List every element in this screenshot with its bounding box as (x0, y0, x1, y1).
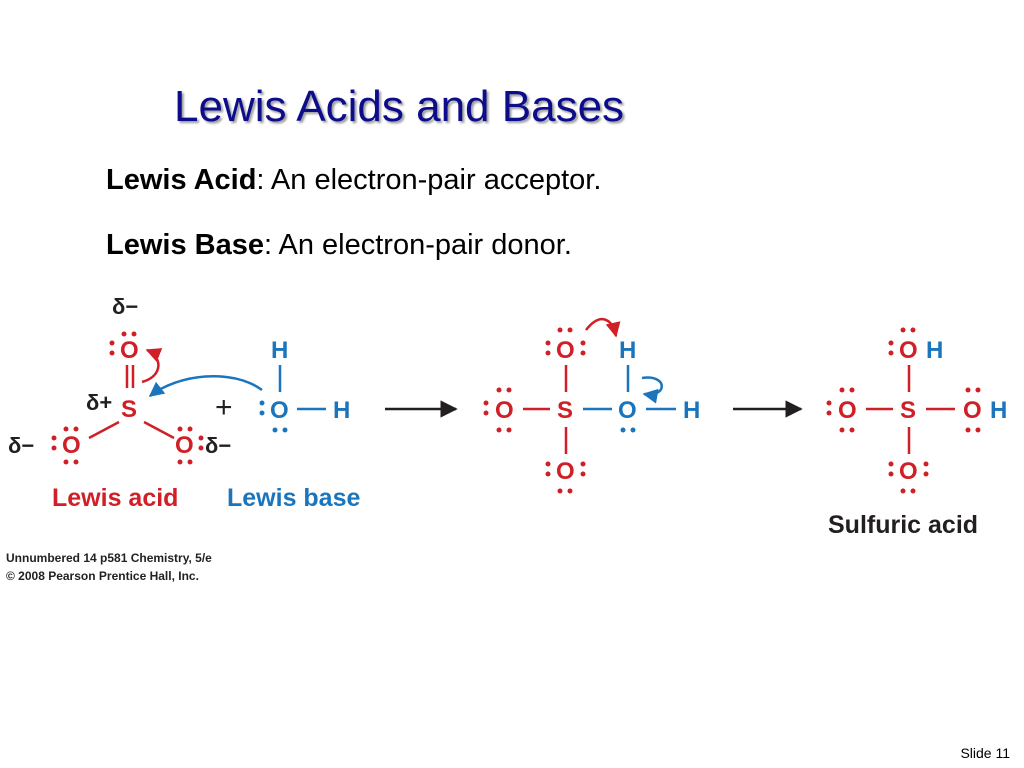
sulfur-atom: S (121, 396, 137, 423)
oxygen-atom: O (618, 397, 637, 424)
oxygen-atom: O (899, 458, 918, 485)
oxygen-atom: O (556, 458, 575, 485)
oxygen-atom: O (120, 337, 139, 364)
lone-pair-dots (109, 331, 137, 356)
lone-pair-dots (483, 387, 512, 433)
electron-shift-arrow (141, 348, 163, 384)
lewis-base-term: Lewis Base (106, 229, 264, 261)
lone-pair-dots (545, 327, 586, 356)
lone-pair-dots (965, 387, 981, 433)
oxygen-atom: O (899, 337, 918, 364)
reaction-diagram: δ− O δ+ S δ− O O δ− + H O (8, 294, 1007, 539)
sulfur-trioxide: δ− O δ+ S δ− O O δ− (8, 294, 231, 465)
plus-sign: + (215, 391, 233, 424)
hydrogen-atom: H (926, 337, 943, 364)
oxygen-atom: O (963, 397, 982, 424)
hydrogen-atom: H (683, 397, 700, 424)
oxygen-atom: O (556, 337, 575, 364)
lone-pair-dots (888, 327, 916, 356)
lone-pair-dots (177, 426, 204, 465)
electron-pair-donation-arrow (148, 374, 263, 397)
delta-plus-label: δ+ (86, 390, 112, 415)
lewis-base-label: Lewis base (227, 484, 360, 512)
slide-title: Lewis Acids and Bases (174, 82, 625, 131)
lone-pair-dots (51, 426, 79, 465)
lewis-base-text: : An electron-pair donor. (263, 229, 572, 261)
lewis-acid-text: : An electron-pair acceptor. (256, 164, 602, 196)
oxygen-atom: O (838, 397, 857, 424)
delta-minus-label: δ− (112, 294, 138, 319)
copyright-line: © 2008 Pearson Prentice Hall, Inc. (6, 569, 199, 583)
oxygen-atom: O (175, 432, 194, 459)
lewis-base-definition: Lewis Base: An electron-pair donor. (106, 229, 572, 262)
lone-pair-dots (545, 461, 586, 494)
delta-minus-label: δ− (205, 433, 231, 458)
lewis-acid-term: Lewis Acid (106, 164, 257, 196)
lewis-acid-definition: Lewis Acid: An electron-pair acceptor. (106, 164, 601, 197)
water-molecule: H O H (259, 337, 350, 433)
sulfur-atom: S (900, 397, 916, 424)
hydrogen-atom: H (990, 397, 1007, 424)
lone-pair-dots (259, 400, 288, 433)
figure-credit-line: Unnumbered 14 p581 Chemistry, 5/e (6, 551, 212, 565)
single-bond-line (143, 420, 175, 440)
sulfuric-acid-label: Sulfuric acid (828, 511, 978, 539)
bond-electron-arrow (641, 376, 663, 404)
single-bond-line (88, 420, 120, 440)
lewis-acid-label: Lewis acid (52, 484, 178, 512)
lone-pair-dots (620, 427, 636, 433)
hydrogen-atom: H (271, 337, 288, 364)
slide-number: Slide 11 (960, 745, 1010, 761)
oxygen-atom: O (495, 397, 514, 424)
proton-transfer-arrow (585, 317, 621, 338)
lone-pair-dots (826, 387, 855, 433)
intermediate-molecule: O S O O H O H (483, 317, 700, 494)
sulfuric-acid-molecule: O H S O O H O (826, 327, 1007, 494)
lone-pair-dots (888, 461, 929, 494)
hydrogen-atom: H (619, 337, 636, 364)
hydrogen-atom: H (333, 397, 350, 424)
oxygen-atom: O (270, 397, 289, 424)
delta-minus-label: δ− (8, 433, 34, 458)
sulfur-atom: S (557, 397, 573, 424)
oxygen-atom: O (62, 432, 81, 459)
